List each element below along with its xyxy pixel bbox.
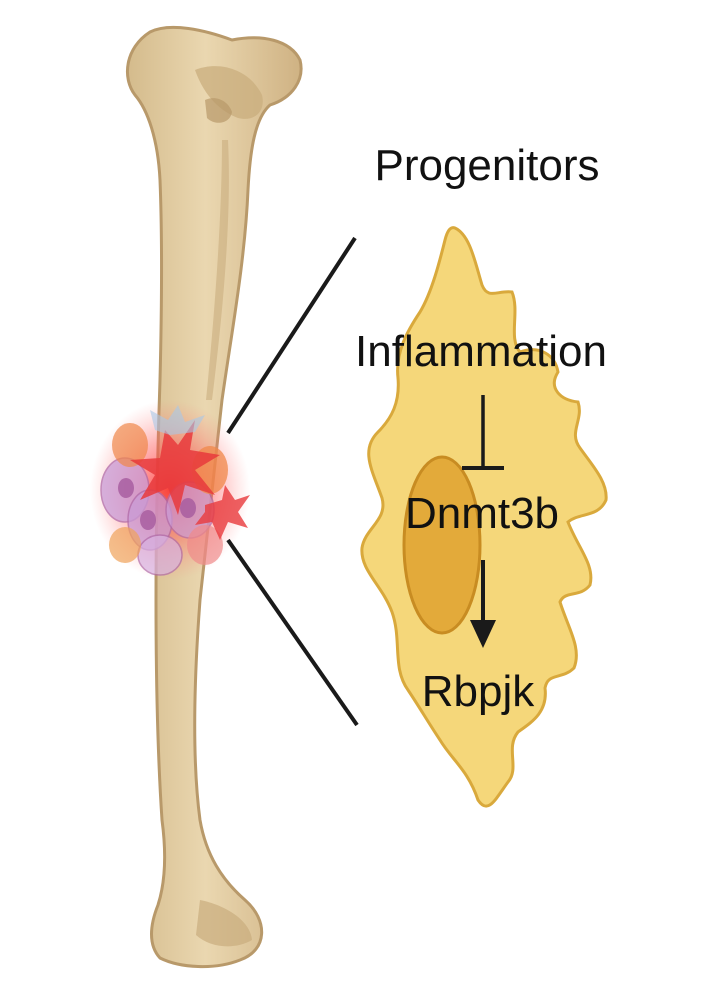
inhibition-edge <box>462 395 504 470</box>
spiky-cell <box>130 420 220 515</box>
callout-line-top <box>226 236 357 435</box>
dnmt3b-label: Dnmt3b <box>405 489 559 538</box>
bone-shaft-shading <box>206 140 229 400</box>
bone-illustration <box>125 25 303 968</box>
cell-nucleus <box>140 510 156 530</box>
rbpjk-label: Rbpjk <box>422 667 535 716</box>
bone-head-shading <box>195 66 263 119</box>
cell-body <box>360 226 608 808</box>
cell-nucleus <box>180 498 196 518</box>
activation-edge <box>470 560 496 648</box>
callus-cell <box>137 534 183 576</box>
inflammation-cluster <box>90 400 250 580</box>
callout-line-bottom <box>226 538 359 727</box>
inflammation-label: Inflammation <box>355 327 607 376</box>
bone-distal-shading <box>196 900 252 947</box>
activation-edge-arrowhead <box>470 620 496 648</box>
bone-head-detail <box>205 98 232 123</box>
spiky-cell <box>195 485 250 540</box>
callus-cell <box>109 527 141 563</box>
spiky-cell <box>150 405 205 435</box>
bone-shaft <box>125 25 303 968</box>
cell-nucleus <box>118 478 134 498</box>
callus-cell <box>112 423 148 467</box>
progenitor-cell <box>360 226 608 808</box>
callus-cell <box>187 525 223 565</box>
cell-nucleus <box>402 455 482 635</box>
progenitors-title: Progenitors <box>374 141 599 190</box>
